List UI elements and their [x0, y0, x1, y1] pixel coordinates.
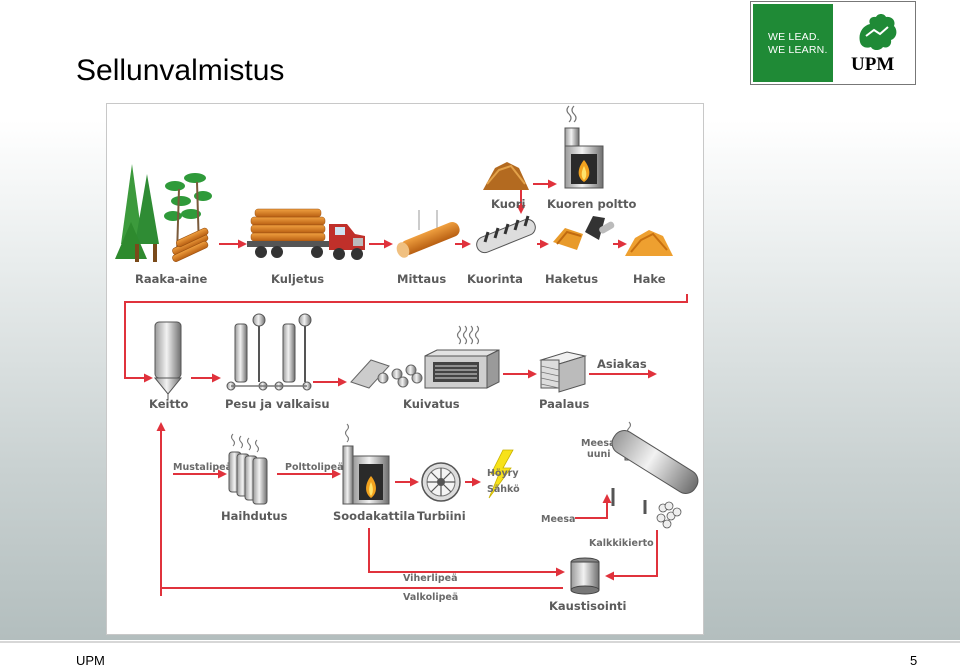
footer-company: UPM: [76, 653, 105, 668]
label-keitto: Keitto: [149, 397, 188, 411]
label-mustalipea: Mustalipeä: [173, 462, 232, 473]
label-kuori: Kuori: [491, 197, 525, 211]
lightning-icon: [488, 449, 514, 499]
label-meesauuni-2: uuni: [587, 449, 611, 460]
drying-machine: [350, 325, 500, 389]
label-pesu: Pesu ja valkaisu: [225, 397, 330, 411]
turbine: [421, 462, 461, 502]
process-diagram: Raaka-aine Kuljetus Mittaus Kuorinta: [106, 103, 704, 635]
label-soodakattila: Soodakattila: [333, 509, 415, 523]
page-title: Sellunvalmistus: [76, 54, 285, 87]
wood-chips-pile: [625, 230, 673, 256]
evaporators: [228, 433, 268, 505]
label-meesauuni-1: Meesa-: [581, 438, 619, 449]
label-mittaus: Mittaus: [397, 272, 446, 286]
pulp-bales: [539, 351, 587, 393]
label-viherlipea: Viherlipeä: [403, 573, 458, 584]
arrow: [605, 530, 658, 581]
logo-wordmark: UPM: [851, 54, 895, 75]
recovery-boiler: [342, 423, 390, 505]
label-paalaus: Paalaus: [539, 397, 590, 411]
causticizing-tank: [570, 557, 600, 595]
raw-material-trees: [115, 164, 212, 262]
label-kalkkikierto: Kalkkikierto: [589, 538, 654, 549]
label-valkolipea: Valkolipeä: [403, 592, 458, 603]
label-kuivatus: Kuivatus: [403, 397, 460, 411]
footer-divider: [0, 641, 960, 643]
label-kuoren-poltto: Kuoren poltto: [547, 197, 637, 211]
label-turbiini: Turbiini: [417, 509, 466, 523]
arrow: [368, 528, 565, 577]
label-haihdutus: Haihdutus: [221, 509, 288, 523]
label-sahko: Sähkö: [487, 484, 520, 495]
logo-slogan-line2: WE LEARN.: [768, 44, 828, 56]
label-meesa: Meesa: [541, 514, 575, 525]
label-kuljetus: Kuljetus: [271, 272, 324, 286]
griffin-icon: [859, 14, 897, 50]
measuring-log: [396, 210, 460, 258]
bark-pile: [483, 162, 529, 190]
logo-slogan-line1: WE LEAD.: [768, 31, 820, 43]
digester: [153, 321, 183, 400]
label-asiakas: Asiakas: [597, 357, 647, 371]
transport-truck: [247, 208, 365, 260]
washing-bleaching-towers: [226, 313, 312, 391]
process-diagram-svg: Raaka-aine Kuljetus Mittaus Kuorinta: [115, 105, 699, 613]
debarking-log: [476, 215, 536, 254]
arrow: [575, 494, 612, 519]
label-polttolipea: Polttolipeä: [285, 462, 344, 473]
label-raaka-aine: Raaka-aine: [135, 272, 207, 286]
label-hoyry: Höyry: [487, 468, 519, 479]
arrow: [124, 294, 688, 383]
upm-logo: WE LEAD. WE LEARN. UPM: [750, 1, 916, 85]
label-kaustisointi: Kaustisointi: [549, 599, 626, 613]
label-haketus: Haketus: [545, 272, 598, 286]
bark-furnace: [564, 105, 604, 189]
arrow: [160, 424, 563, 589]
page-number: 5: [910, 653, 918, 668]
chipper: [553, 216, 615, 250]
label-hake: Hake: [633, 272, 666, 286]
lime-kiln: [611, 421, 699, 529]
label-kuorinta: Kuorinta: [467, 272, 523, 286]
logo-green-panel: WE LEAD. WE LEARN.: [753, 4, 833, 82]
